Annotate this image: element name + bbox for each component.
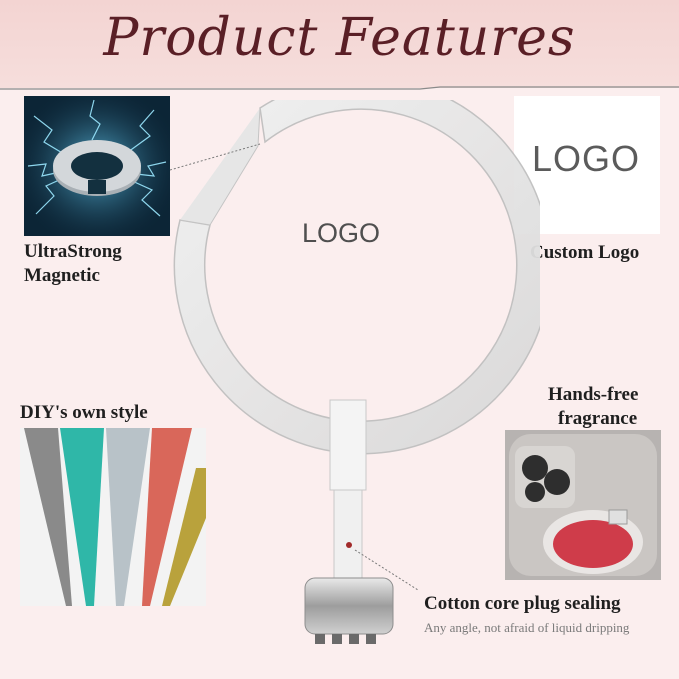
hands-free-label-line1: Hands-free	[548, 384, 639, 405]
hands-free-image	[505, 430, 661, 580]
magnetic-label-line1: UltraStrong	[24, 241, 122, 262]
hands-free-label-line2: fragrance	[558, 408, 638, 429]
glitter-stripe-icon	[20, 428, 206, 606]
custom-logo-image: LOGO	[514, 96, 660, 234]
cotton-label: Cotton core plug sealing	[424, 593, 621, 614]
magnet-ring-icon	[53, 140, 141, 196]
custom-logo-text: LOGO	[532, 138, 641, 179]
phone-camera-icon	[509, 434, 657, 576]
ring-logo-text: LOGO	[302, 218, 381, 248]
magnetic-image	[24, 96, 170, 236]
cotton-sublabel: Any angle, not afraid of liquid dripping	[424, 620, 630, 635]
magnetic-label-line2: Magnetic	[24, 265, 100, 286]
diy-label: DIY's own style	[20, 402, 148, 423]
custom-logo-label: Custom Logo	[530, 242, 640, 263]
header-banner: Product Features	[0, 0, 679, 88]
product-ring	[169, 100, 540, 644]
header-divider	[0, 86, 679, 90]
page-title: Product Features	[103, 8, 576, 68]
lightning-icon	[24, 96, 170, 236]
